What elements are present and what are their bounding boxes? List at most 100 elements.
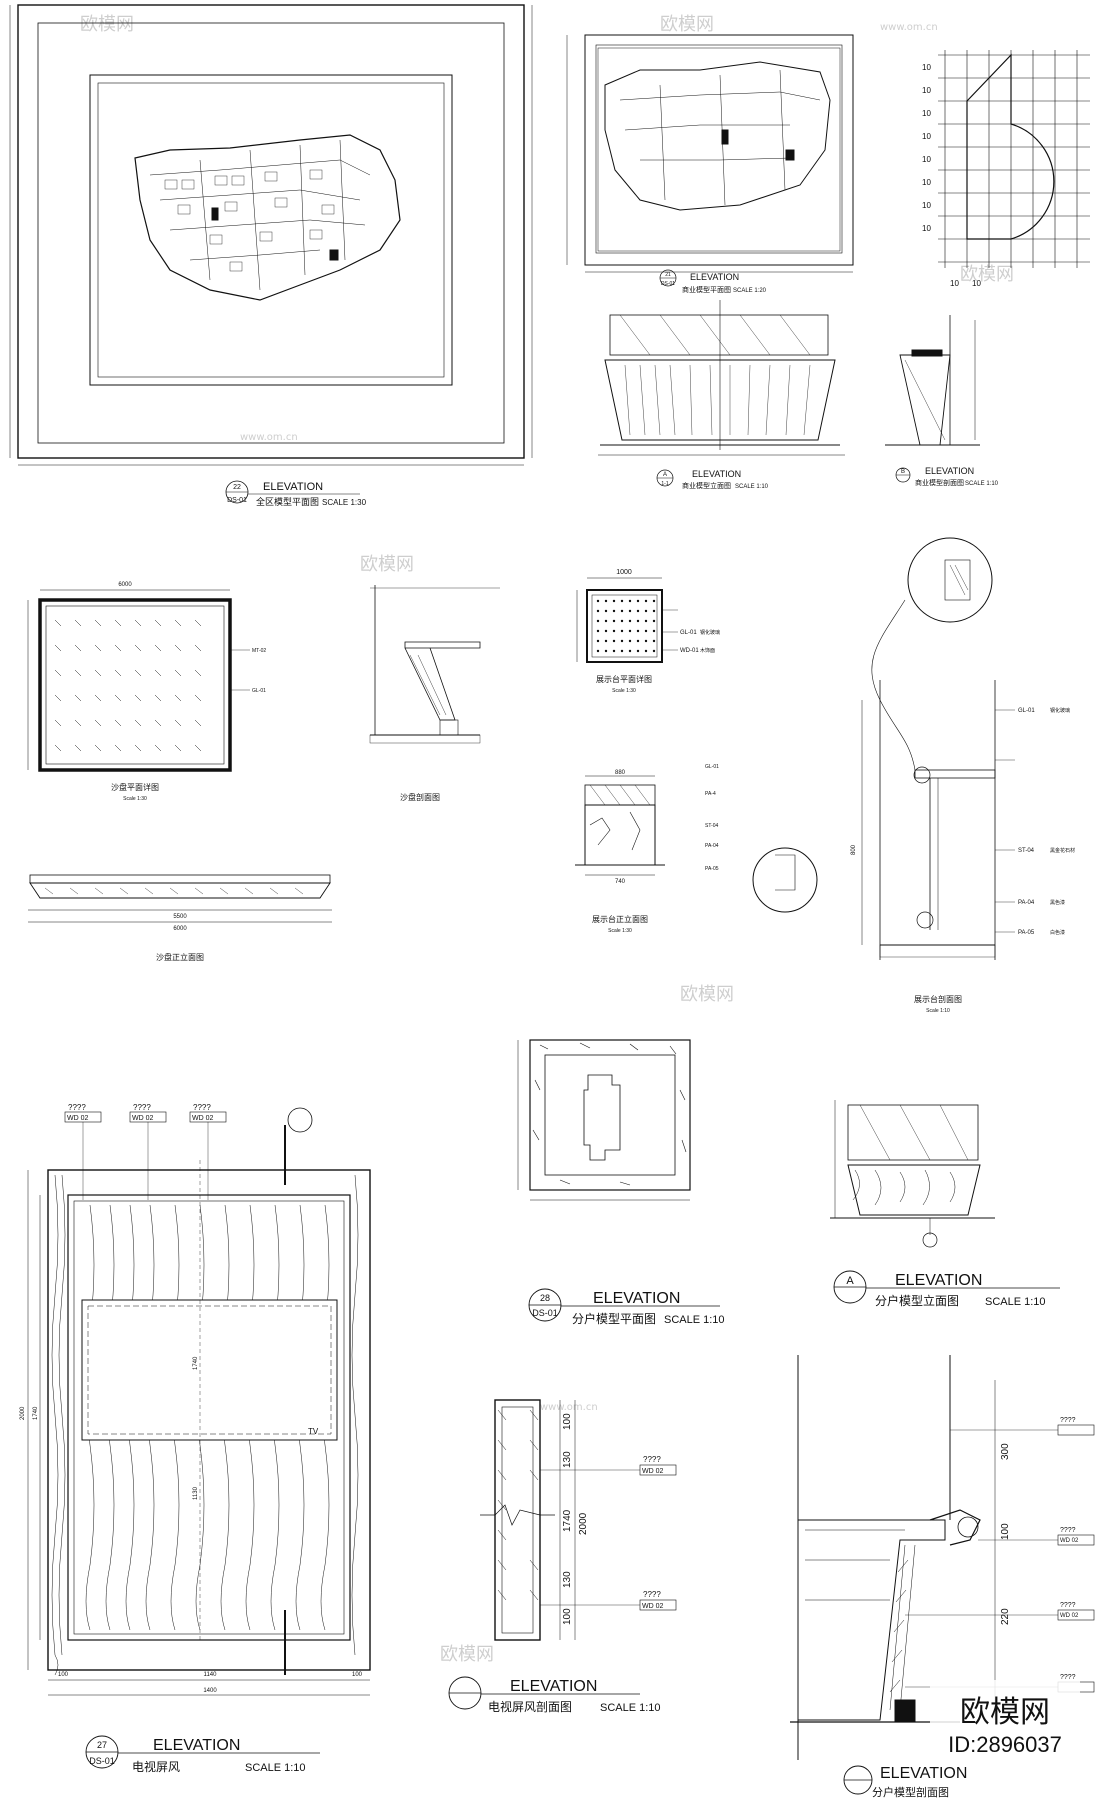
dim-label: 10 xyxy=(922,178,931,187)
material-tag: ???? xyxy=(68,1103,86,1112)
panel-ref: DS-01 xyxy=(227,497,247,504)
panel-unit-plan xyxy=(517,1039,691,1201)
panel-21-title: 21 DS-01 ELEVATION 商业模型平面图 SCALE 1:20 xyxy=(659,269,767,294)
panel-subtitle: 分户模型剖面图 xyxy=(872,1785,949,1799)
panel-unit-section xyxy=(790,1355,1095,1760)
panel-scale: SCALE 1:10 xyxy=(600,1702,661,1714)
material-code: WD 02 xyxy=(132,1115,154,1122)
dim-label: 100 xyxy=(562,1413,573,1430)
panel-commercial-elevation xyxy=(598,300,845,456)
panel-scale: Scale 1:10 xyxy=(926,1008,950,1014)
display-section-labels: GL-01 钢化玻璃 ST-04 黑金花石材 PA-04 黑色漆 PA-05 白… xyxy=(851,707,1075,1014)
dim-label: 1130 xyxy=(193,1486,199,1500)
panel-title: 展示台平面详图 xyxy=(596,674,652,684)
dim-label: 10 xyxy=(922,109,931,118)
watermark: 欧模网 xyxy=(960,264,1014,285)
panel-display-plan xyxy=(576,577,678,663)
tv-screen-labels: ???? WD 02 ???? WD 02 ???? WD 02 TV 100 … xyxy=(20,1103,363,1694)
material-code: PA-4 xyxy=(705,791,716,797)
panel-subtitle: 商业模型立面图 xyxy=(682,481,731,490)
panel-subtitle: 商业模型平面图 xyxy=(682,285,731,294)
panel-A2-title: A ELEVATION 分户模型立面图 SCALE 1:10 xyxy=(833,1270,1060,1308)
material-code: WD-01 xyxy=(680,648,699,654)
panel-title: ELEVATION xyxy=(510,1678,597,1695)
dim-label: 100 xyxy=(352,1672,363,1678)
dim-label: 10 xyxy=(972,279,981,288)
panel-commercial-plan xyxy=(566,34,854,273)
panel-28-title: 28 DS-01 ELEVATION 分户模型平面图 SCALE 1:10 xyxy=(528,1288,725,1326)
material-code: GL-01 xyxy=(1018,708,1035,714)
dim-label: 1000 xyxy=(616,569,632,576)
dim-label: 800 xyxy=(851,844,857,855)
unit-section-labels: ???? ???? WD 02 ???? WD 02 ???? 300 100 … xyxy=(1000,1417,1079,1681)
material-tag: ???? xyxy=(1060,1602,1076,1609)
material-code: WD 02 xyxy=(1060,1538,1079,1544)
dim-label: 10 xyxy=(922,132,931,141)
panel-number: 22 xyxy=(233,484,241,491)
dim-label: 10 xyxy=(950,279,959,288)
material-note: 钢化玻璃 xyxy=(700,629,720,636)
panel-scale: SCALE 1:10 xyxy=(965,481,999,487)
dim-label: 6000 xyxy=(173,926,187,932)
dim-label: 5500 xyxy=(173,914,187,920)
brand-logo: 欧模网 xyxy=(960,1695,1050,1730)
display-front-labels: 880 740 GL-01 PA-4 ST-04 PA-04 PA-05 展示台… xyxy=(592,764,719,934)
dim-label: 880 xyxy=(615,770,626,776)
panel-scale: SCALE 1:10 xyxy=(664,1314,725,1326)
panel-tv-screen xyxy=(27,1107,371,1696)
panel-27-title: 27 DS-01 ELEVATION 电视屏风 SCALE 1:10 xyxy=(85,1735,320,1774)
panel-subtitle: 分户模型立面图 xyxy=(875,1293,959,1308)
panel-scale: Scale 1:30 xyxy=(123,796,147,802)
panel-subtitle: 电视屏风剖面图 xyxy=(488,1699,572,1714)
panel-title: 展示台正立面图 xyxy=(592,914,648,924)
panel-commercial-section xyxy=(885,315,980,446)
material-tag: ???? xyxy=(643,1590,661,1599)
dim-label: 10 xyxy=(922,86,931,95)
dim-label: 1740 xyxy=(33,1406,39,1420)
watermark: 欧模网 xyxy=(440,1644,494,1665)
dim-label: 1400 xyxy=(203,1688,217,1694)
dim-label: 220 xyxy=(1000,1608,1011,1625)
dim-label: 10 xyxy=(922,201,931,210)
dim-label: 1740 xyxy=(562,1509,573,1532)
panel-display-section xyxy=(752,537,1015,960)
dim-label: 100 xyxy=(1000,1523,1011,1540)
material-note: 黑金花石材 xyxy=(1050,847,1075,854)
watermark-layer: 欧模网 欧模网 欧模网 欧模网 欧模网 欧模网 欧模网 www.om.cn ww… xyxy=(80,14,1014,1665)
material-tag: ???? xyxy=(1060,1674,1076,1681)
watermark: 欧模网 xyxy=(660,14,714,35)
panel-number: A xyxy=(663,472,667,478)
dim-label: 1140 xyxy=(204,1672,218,1678)
panel-scale: Scale 1:30 xyxy=(612,688,636,694)
panel-title: ELEVATION xyxy=(153,1737,240,1754)
panel-sand-elevation xyxy=(28,874,332,923)
dim-label: 1740 xyxy=(193,1356,199,1370)
panel-sand-section xyxy=(369,585,500,744)
dim-label: 300 xyxy=(1000,1443,1011,1460)
material-code: PA-04 xyxy=(705,843,719,849)
watermark-url: www.om.cn xyxy=(880,22,938,33)
material-code: WD 02 xyxy=(642,1603,664,1610)
material-code: GL-01 xyxy=(705,764,719,770)
material-code: PA-04 xyxy=(1018,900,1035,906)
panel-title: 展示台剖面图 xyxy=(914,994,962,1004)
dim-label: 740 xyxy=(615,879,626,885)
material-code: WD 02 xyxy=(1060,1613,1079,1619)
dim-label: 130 xyxy=(562,1571,573,1588)
panel-title: ELEVATION xyxy=(690,272,739,282)
panel-number: B xyxy=(901,469,905,475)
sand-elev-labels: 5500 6000 沙盘正立面图 xyxy=(156,914,204,962)
panel-scale: SCALE 1:10 xyxy=(245,1762,306,1774)
panel-tv-section xyxy=(480,1399,677,1641)
material-tag: ???? xyxy=(643,1455,661,1464)
grid-dim-labels: 10 10 10 10 10 10 10 10 10 10 xyxy=(922,63,981,288)
material-code: GL-01 xyxy=(252,688,266,694)
material-code: WD 02 xyxy=(642,1468,664,1475)
panel-title: ELEVATION xyxy=(880,1765,967,1782)
brand-stamp: 欧模网 ID:2896037 xyxy=(930,1680,1080,1760)
material-note: 黑色漆 xyxy=(1050,899,1065,906)
panel-A1-title: A 1-1 ELEVATION 商业模型立面图 SCALE 1:10 xyxy=(656,469,769,490)
panel-title: 沙盘平面详图 xyxy=(111,782,159,792)
material-code: GL-01 xyxy=(680,630,697,636)
material-note: 钢化玻璃 xyxy=(1050,707,1070,714)
